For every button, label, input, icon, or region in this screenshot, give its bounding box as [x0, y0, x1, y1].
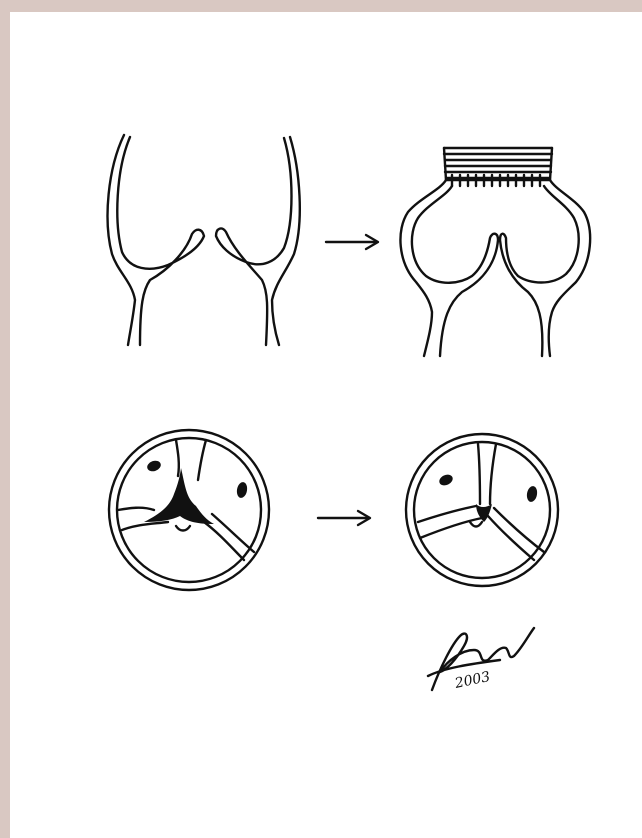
root-after-section: [400, 148, 590, 356]
root-before-section: [108, 135, 300, 345]
root-before-left-wall-inner: [117, 137, 204, 345]
valve-after-commissure-left-1: [418, 506, 476, 522]
valve-after-commissure-upper-2: [490, 444, 496, 504]
valve-after-coronary-ostium-left: [438, 473, 455, 488]
root-before-right-wall-inner: [216, 138, 292, 345]
artist-signature: 2003: [428, 628, 534, 692]
valve-before-commissure-right-1: [204, 522, 244, 560]
arrow-top: [326, 235, 378, 249]
valve-before-commissure-left-1: [118, 508, 154, 510]
signature-year: 2003: [453, 669, 492, 692]
root-after-right-wall-outer: [549, 180, 590, 356]
root-after-right-wall-inner: [500, 186, 579, 356]
valve-before-coronary-ostium-right: [236, 481, 249, 498]
valve-after-commissure-upper-1: [478, 444, 480, 504]
root-after-left-wall-inner: [412, 186, 498, 356]
valve-before-commissure-upper-2: [198, 440, 206, 480]
arrow-bottom: [318, 511, 370, 525]
valve-before-coronary-ostium-left: [146, 459, 163, 473]
valve-before-short-axis: [109, 430, 269, 590]
valve-after-short-axis: [406, 434, 558, 586]
valve-before-commissure-left-2: [122, 522, 168, 530]
suture-line: [446, 175, 550, 186]
valve-before-commissure-upper-1: [176, 440, 179, 476]
valve-after-coronary-ostium-right: [526, 485, 539, 502]
valve-after-nodule: [470, 522, 482, 527]
valve-before-nodule: [176, 526, 190, 531]
valve-after-commissure-left-2: [420, 518, 482, 538]
root-after-left-wall-outer: [400, 180, 446, 356]
